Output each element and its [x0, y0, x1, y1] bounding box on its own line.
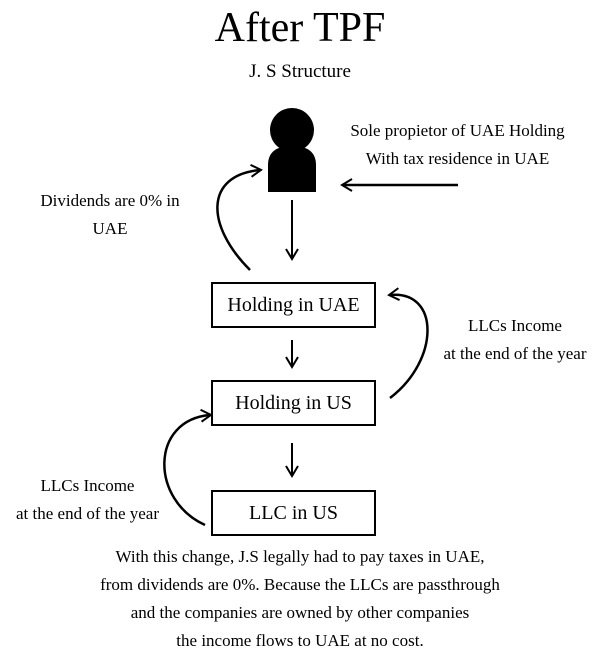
dividends-note: Dividends are 0% in UAE [20, 187, 200, 243]
person-label-line1: Sole propietor of UAE Holding [350, 121, 565, 140]
arrow-llc-to-holding-us [163, 408, 213, 527]
explanation-caption: With this change, J.S legally had to pay… [0, 543, 600, 655]
llc-income-right-line2: at the end of the year [443, 344, 587, 363]
llc-income-left-line2: at the end of the year [15, 504, 159, 523]
dividends-note-line1: Dividends are 0% in [40, 191, 180, 210]
dividends-note-line2: UAE [92, 219, 128, 238]
caption-line: the income flows to UAE at no cost. [176, 631, 424, 650]
caption-line: With this change, J.S legally had to pay… [115, 547, 485, 566]
llc-income-left-line1: LLCs Income [40, 476, 135, 495]
box-holding-us: Holding in US [211, 380, 376, 426]
person-label-line2: With tax residence in UAE [365, 149, 550, 168]
diagram-subtitle: J. S Structure [249, 61, 351, 82]
arrow-dividends-to-person [216, 163, 263, 271]
caption-line: from dividends are 0%. Because the LLCs … [100, 575, 500, 594]
arrow-holding-us-to-holding-uae [387, 287, 429, 399]
person-icon [268, 108, 316, 192]
llc-income-right-line1: LLCs Income [468, 316, 562, 335]
person-label: Sole propietor of UAE Holding With tax r… [330, 117, 585, 173]
diagram-title: After TPF [214, 5, 386, 51]
box-holding-uae: Holding in UAE [211, 282, 376, 328]
caption-line: and the companies are owned by other com… [130, 603, 470, 622]
llc-income-right-note: LLCs Income at the end of the year [425, 312, 600, 368]
llc-income-left-note: LLCs Income at the end of the year [0, 472, 175, 528]
box-llc-us: LLC in US [211, 490, 376, 536]
